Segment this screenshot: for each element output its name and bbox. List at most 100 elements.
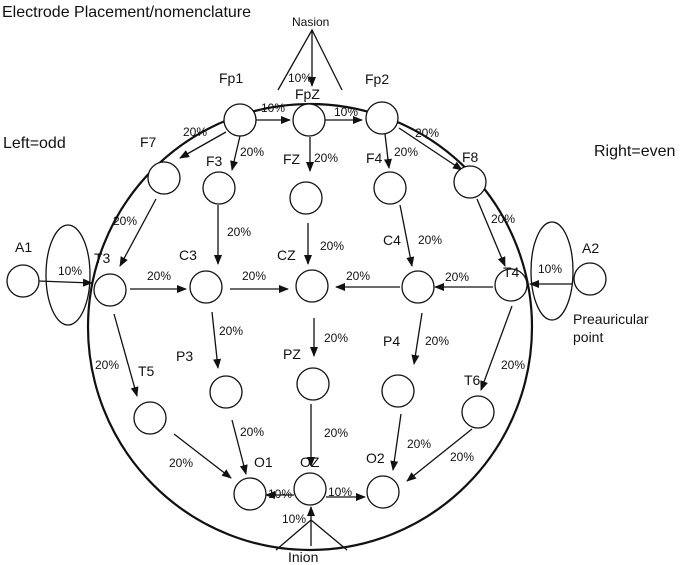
pct-t6-o2: 20%: [450, 450, 474, 464]
arrow-fp1-f7: [179, 131, 227, 159]
pct-f3-c3: 20%: [227, 225, 251, 239]
pct-t3-t5: 20%: [95, 358, 119, 372]
pct-inion-oz: 10%: [282, 512, 306, 526]
arrow-t5-o1: [173, 433, 232, 479]
pct-a2-t4: 10%: [538, 262, 562, 276]
label-oz: OZ: [300, 454, 320, 470]
electrode-a1: [6, 264, 40, 298]
pct-fp1-fpz: 10%: [261, 101, 285, 115]
arrow-fp2-f8: [398, 127, 463, 171]
pct-c4-p4: 20%: [425, 334, 449, 348]
left-ear: [45, 224, 91, 326]
electrode-t6: [461, 395, 495, 429]
pct-f7-t3: 20%: [113, 214, 137, 228]
left-odd-note: Left=odd: [3, 135, 66, 152]
label-t5: T5: [138, 363, 155, 379]
pct-t4-t6: 20%: [501, 358, 525, 372]
pct-c4-cz: 20%: [346, 269, 370, 283]
arrow-p3-o1: [231, 419, 248, 475]
arrow-f4-c4: [399, 204, 415, 267]
electrode-fp2: [365, 101, 399, 135]
label-c3: C3: [179, 247, 197, 263]
pct-t3-c3: 20%: [147, 269, 171, 283]
label-p3: P3: [176, 348, 193, 364]
electrode-c3: [189, 270, 223, 304]
pct-t5-o1: 20%: [169, 456, 193, 470]
right-ear: [530, 221, 574, 321]
pct-fp2-f8: 20%: [415, 126, 439, 140]
pct-c3-p3: 20%: [219, 324, 243, 338]
arrow-fp2-f4: [383, 133, 392, 169]
label-f3: F3: [206, 153, 223, 169]
preauricular-label-line1: Preauricular: [573, 311, 649, 327]
arrow-c4-p4: [411, 312, 423, 365]
label-p4: P4: [383, 333, 400, 349]
label-o2: O2: [366, 450, 385, 466]
pct-cz-pz: 20%: [324, 331, 348, 345]
electrode-o1: [233, 477, 267, 511]
electrode-cz: [295, 269, 329, 303]
electrode-f7: [147, 161, 181, 195]
pct-a1-t3: 10%: [58, 264, 82, 278]
arrows: [37, 116, 573, 501]
electrode-fpz: [292, 103, 326, 137]
arrow-t4-t6: [480, 305, 513, 391]
label-fp1: Fp1: [219, 70, 243, 86]
pct-f8-t4: 20%: [491, 212, 515, 226]
inion-label: Inion: [288, 549, 318, 565]
electrode-f3: [202, 171, 236, 205]
electrode-t5: [133, 401, 167, 435]
electrode-fp1: [223, 103, 257, 137]
diagram-title: Electrode Placement/nomenclature: [2, 4, 251, 21]
label-c4: C4: [383, 232, 401, 248]
label-t4: T4: [503, 264, 520, 280]
label-a1: A1: [15, 239, 32, 255]
arrow-fp1-f3: [230, 135, 241, 171]
right-even-note: Right=even: [594, 143, 675, 160]
electrode-pz: [296, 367, 330, 401]
label-fz: FZ: [283, 151, 301, 167]
pct-oz-o1: 10%: [268, 487, 292, 501]
pct-fp1-f7: 20%: [183, 125, 207, 139]
arrow-t6-o2: [406, 428, 473, 482]
electrode-f8: [453, 165, 487, 199]
pct-t4-c4: 20%: [445, 270, 469, 284]
arrow-t3-t5: [113, 313, 139, 397]
electrode-f4: [373, 171, 407, 205]
label-f4: F4: [366, 150, 383, 166]
electrode-a2: [573, 262, 607, 296]
label-f7: F7: [140, 134, 157, 150]
arrow-a1-t3: [37, 278, 93, 287]
label-a2: A2: [582, 240, 599, 256]
pct-c3-cz: 20%: [242, 269, 266, 283]
pct-fp2-f4: 20%: [394, 145, 418, 159]
preauricular-label-line2: point: [573, 329, 603, 345]
electrode-labels: Fp1 FpZ Fp2 F7 F3 FZ F4 F8 A1 T3 C3 CZ C…: [15, 70, 599, 470]
arrow-f7-t3: [119, 198, 157, 267]
pct-fpz-fz: 20%: [314, 151, 338, 165]
label-cz: CZ: [277, 247, 296, 263]
arrow-f8-t4: [476, 198, 506, 267]
electrode-t4: [494, 268, 528, 302]
electrode-c4: [401, 270, 435, 304]
percentage-labels: 10% 10% 10% 20% 20% 20% 20% 20% 20% 20% …: [58, 71, 562, 526]
pct-nasion-fpz: 10%: [288, 71, 312, 85]
pct-p3-o1: 20%: [240, 425, 264, 439]
pct-pz-oz: 20%: [324, 426, 348, 440]
pct-oz-o2: 10%: [328, 485, 352, 499]
label-pz: PZ: [283, 346, 301, 362]
label-t6: T6: [464, 372, 481, 388]
electrode-o2: [366, 475, 400, 509]
pct-f4-c4: 20%: [418, 233, 442, 247]
nasion-label: Nasion: [292, 15, 329, 29]
pct-fz-cz: 20%: [320, 239, 344, 253]
electrode-fz: [289, 181, 323, 215]
arrow-c3-p3: [211, 311, 222, 369]
label-f8: F8: [462, 149, 479, 165]
electrode-p4: [381, 374, 415, 408]
pct-fpz-fp2: 10%: [334, 105, 358, 119]
electrodes: [6, 101, 607, 511]
pct-fp1-f3: 20%: [240, 145, 264, 159]
electrode-oz: [293, 472, 327, 506]
